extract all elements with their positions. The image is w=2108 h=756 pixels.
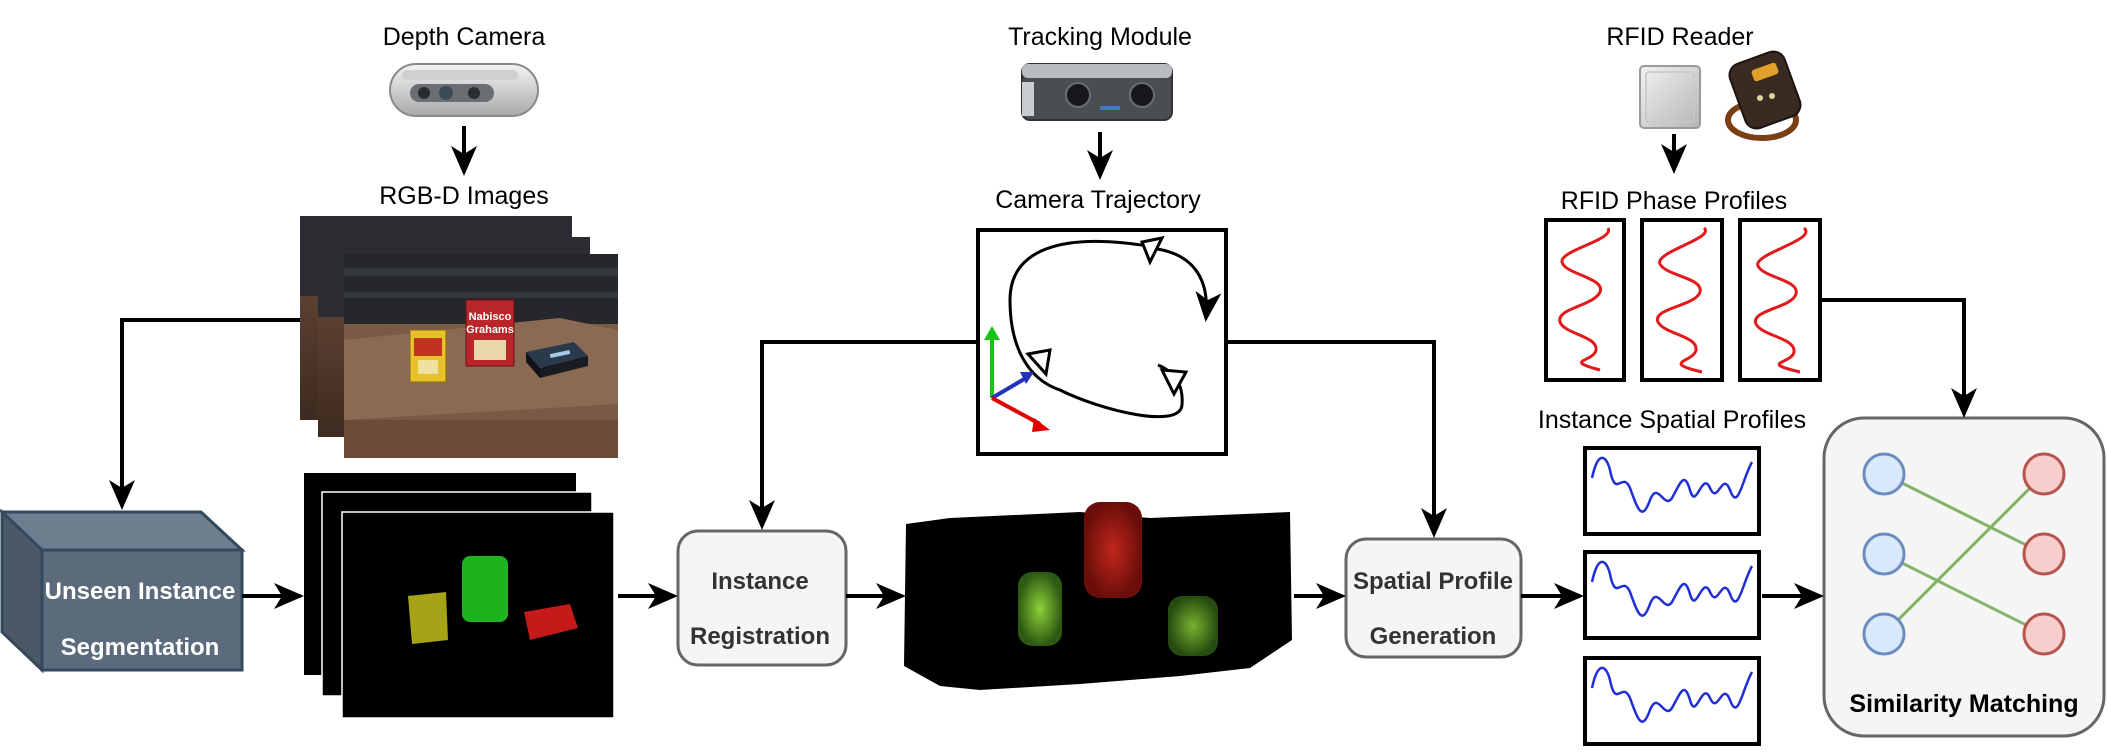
spatial-profile-generation-box: Spatial Profile Generation [1344,537,1523,659]
matching-node-right-1 [2022,452,2066,496]
matching-node-right-2 [2022,532,2066,576]
tracking-camera-icon [1021,63,1173,121]
registration-label-line-2: Registration [690,623,830,650]
arrow-trajectory-to-registration [749,340,978,530]
depth-camera-label: Depth Camera [383,23,546,51]
camera-trajectory-box [976,228,1228,456]
rfid-phase-profiles [1544,218,1822,382]
cereal-box-yellow [409,329,447,383]
cereal-box-red: Nabisco Grahams [465,299,515,367]
flow-arrows [109,126,1977,609]
registration-label-line-1: Instance [711,568,808,595]
instance-spatial-profiles [1583,446,1761,746]
camera-trajectory-label: Camera Trajectory [995,186,1201,214]
spatial-label-line-2: Generation [1370,623,1497,650]
arrow-rgbd-to-segmentation [109,318,300,510]
rfid-reader-icon [1639,65,1701,129]
depth-camera-icon [389,63,539,117]
instance-point-cloud [904,502,1292,690]
matching-node-left-2 [1862,532,1906,576]
rgbd-image-front: Nabisco Grahams [344,254,618,458]
phase-profile-2 [1640,218,1724,382]
arrow-phase-to-matching [1820,298,1977,418]
similarity-matching-label: Similarity Matching [1849,690,2078,718]
phase-profile-1 [1544,218,1626,382]
rfid-tag-icon [1725,50,1802,141]
spatial-profile-1 [1583,446,1761,536]
box-brand-line-2: Grahams [466,324,514,336]
rgbd-image-stack: Nabisco Grahams [300,216,618,458]
segmentation-label-line-1: Unseen Instance [45,578,236,605]
segmentation-mask-stack [304,473,615,719]
matching-edges [1882,472,2046,636]
rfid-reader-label: RFID Reader [1606,23,1753,51]
matching-node-left-3 [1862,612,1906,656]
spatial-label-line-1: Spatial Profile [1353,568,1513,595]
phase-profile-3 [1738,218,1822,382]
spatial-profile-3 [1583,656,1761,746]
unseen-instance-segmentation-box: Unseen Instance Segmentation [0,508,246,674]
rgbd-images-label: RGB-D Images [379,182,548,210]
arrow-trajectory-to-spatial [1226,340,1447,538]
spatial-profile-2 [1583,550,1761,640]
instance-registration-box: Instance Registration [676,529,848,667]
box-brand-line-1: Nabisco [469,311,512,323]
rfid-phase-profiles-label: RFID Phase Profiles [1561,187,1787,215]
matching-node-left-1 [1862,452,1906,496]
matching-node-right-3 [2022,612,2066,656]
segmentation-label-line-2: Segmentation [61,634,220,661]
instance-spatial-profiles-label: Instance Spatial Profiles [1538,406,1806,434]
similarity-matching-box: Similarity Matching [1822,416,2106,738]
tracking-module-label: Tracking Module [1008,23,1192,51]
black-box [526,342,588,378]
